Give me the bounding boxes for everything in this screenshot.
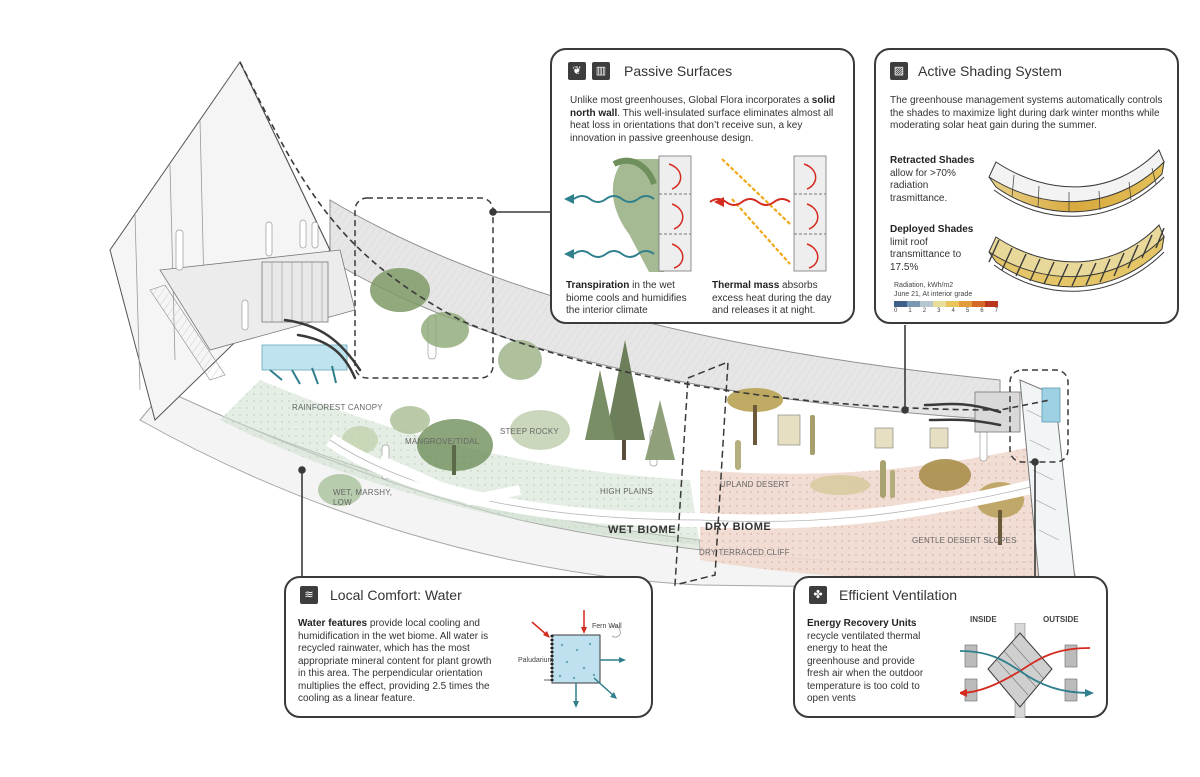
focus-box-fern-wall xyxy=(354,197,494,379)
airflow-arrows xyxy=(283,318,1002,427)
transpiration-caption: Transpiration in the wet biome cools and… xyxy=(566,280,696,318)
efficient-ventilation-title: Efficient Ventilation xyxy=(839,587,958,603)
transpiration-text: in the wet biome cools and humidifies th… xyxy=(566,280,687,316)
zone-rainforest-canopy: RAINFOREST CANOPY xyxy=(292,403,383,412)
local-comfort-title: Local Comfort: Water xyxy=(330,587,462,603)
retracted-shades-bold: Retracted Shades xyxy=(890,155,975,166)
radiation-legend-bar xyxy=(894,301,998,307)
fan-icon: ✤ xyxy=(809,586,827,604)
zone-mangrove-tidal: MANGROVE/TIDAL xyxy=(405,437,480,446)
outside-label: OUTSIDE xyxy=(1043,615,1079,624)
legend-tick: 6 xyxy=(980,308,984,314)
thermal-mass-text: absorbs excess heat during the day and r… xyxy=(712,280,832,316)
legend-tick: 2 xyxy=(922,308,927,314)
legend-swatch xyxy=(959,301,972,307)
radiation-legend-ticks: 0 1 2 3 4 5 6 7 xyxy=(894,308,998,316)
inside-label: INSIDE xyxy=(970,615,997,624)
window-3 xyxy=(929,427,949,449)
zone-steep-rocky: STEEP ROCKY xyxy=(500,427,559,436)
window-2 xyxy=(874,427,894,449)
zone-wet-marshy-low: WET, MARSHY, LOW xyxy=(333,488,393,507)
legend-tick: 5 xyxy=(965,308,970,314)
water-mist-arrows xyxy=(269,365,337,385)
passive-surfaces-callout: ❦ ▥ Passive Surfaces Unlike most greenho… xyxy=(550,48,855,324)
local-comfort-text: Water features provide local cooling and… xyxy=(298,618,498,706)
window-1 xyxy=(777,414,801,446)
wall-icon: ▥ xyxy=(592,62,610,80)
water-features-bold: Water features xyxy=(298,618,368,629)
retracted-shades-desc: allow for >70% radiation trasmittance. xyxy=(890,167,956,204)
active-shading-callout: ▨ Active Shading System The greenhouse m… xyxy=(874,48,1179,324)
water-features-text: provide local cooling and humidification… xyxy=(298,618,492,704)
passive-surfaces-intro: Unlike most greenhouses, Global Flora in… xyxy=(570,95,838,145)
leader-lines xyxy=(298,208,1039,578)
shading-diagrams xyxy=(988,149,1165,292)
dry-biome-label: DRY BIOME xyxy=(705,521,772,533)
deployed-shades-bold: Deployed Shades xyxy=(890,224,974,235)
roof-line xyxy=(239,61,1051,411)
intro-text-bold: solid north wall xyxy=(570,95,836,119)
wet-biome-label: WET BIOME xyxy=(608,524,677,536)
thermal-mass-bold: Thermal mass xyxy=(712,280,780,291)
biome-transition-frame xyxy=(674,360,729,586)
passive-surfaces-title: Passive Surfaces xyxy=(624,63,733,79)
legend-tick: 0 xyxy=(894,308,898,314)
north-wall-grid xyxy=(330,200,1000,420)
zone-gentle-desert-slopes: GENTLE DESERT SLOPES xyxy=(912,536,1017,545)
legend-swatch xyxy=(894,301,907,307)
legend-swatch xyxy=(972,301,985,307)
intro-text-pre: Unlike most greenhouses, Global Flora in… xyxy=(570,95,812,106)
legend-swatch xyxy=(946,301,959,307)
legend-tick: 3 xyxy=(937,308,941,314)
deployed-shades-desc: limit roof transmittance to 17.5% xyxy=(890,236,962,273)
legend-tick: 7 xyxy=(994,308,998,314)
fern-wall-label: Fern Wall xyxy=(592,623,622,630)
paludarium-label: Paludarium xyxy=(518,657,554,664)
intro-text-post: . This well-insulated surface eliminates… xyxy=(570,107,834,144)
erv-text: recycle ventilated thermal energy to hea… xyxy=(807,630,924,705)
water-waves-icon: ≋ xyxy=(300,586,318,604)
leaf-icon: ❦ xyxy=(568,62,586,80)
erv-bold: Energy Recovery Units xyxy=(807,618,917,629)
transpiration-bold: Transpiration xyxy=(566,280,630,291)
radiation-legend-subtitle: June 21, At interior grade xyxy=(894,291,973,298)
erv-diagram xyxy=(960,623,1094,718)
legend-swatch xyxy=(933,301,946,307)
local-comfort-water-callout: ≋ Local Comfort: Water Water features pr… xyxy=(284,576,653,718)
zone-upland-desert: UPLAND DESERT xyxy=(720,480,790,489)
shade-icon: ▨ xyxy=(890,62,908,80)
active-shading-intro: The greenhouse management systems automa… xyxy=(890,95,1163,131)
legend-swatch xyxy=(920,301,933,307)
efficient-ventilation-callout: ✤ Efficient Ventilation Energy Recovery … xyxy=(793,576,1108,718)
stair xyxy=(149,284,226,381)
paludarium-diagram xyxy=(531,610,626,708)
legend-swatch xyxy=(985,301,998,307)
fern-wall-panel xyxy=(261,261,329,323)
radiation-legend-title: Radiation, kWh/m2 xyxy=(894,282,954,289)
passive-surfaces-diagram xyxy=(564,155,827,272)
legend-tick: 4 xyxy=(951,308,955,314)
zone-dry-terraced-cliff: DRY TERRACED CLIFF xyxy=(699,548,790,557)
legend-tick: 1 xyxy=(908,308,912,314)
zone-high-plains: HIGH PLAINS xyxy=(600,487,653,496)
active-shading-title: Active Shading System xyxy=(918,63,1062,79)
legend-swatch xyxy=(907,301,920,307)
thermal-mass-caption: Thermal mass absorbs excess heat during … xyxy=(712,280,847,318)
